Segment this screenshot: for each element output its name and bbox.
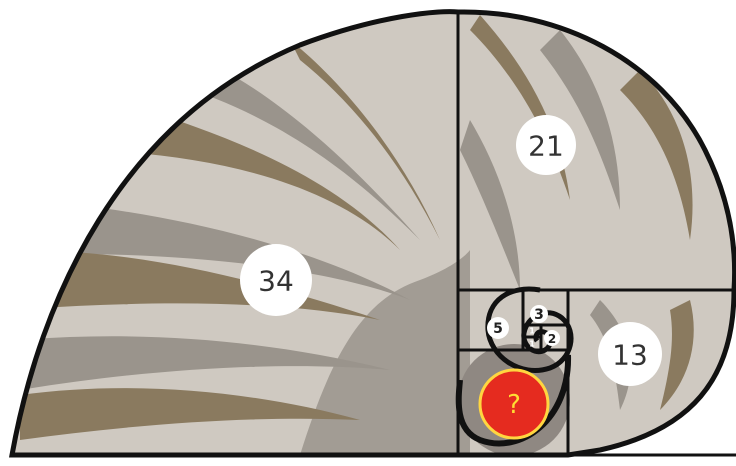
label-5: 5: [493, 321, 503, 337]
label-1-bottom: 1: [529, 340, 535, 349]
badge-21: 21: [516, 115, 576, 175]
label-3: 3: [534, 307, 544, 323]
badge-unknown: ?: [480, 370, 548, 438]
label-21: 21: [528, 130, 564, 163]
badge-34: 34: [240, 244, 312, 316]
badge-5: 5: [487, 317, 509, 339]
label-2: 2: [548, 332, 556, 346]
label-1-top: 1: [529, 327, 535, 336]
label-13: 13: [612, 339, 648, 372]
label-34: 34: [258, 265, 294, 298]
badge-3: 3: [530, 305, 548, 323]
badge-2: 2: [544, 330, 560, 346]
label-unknown: ?: [507, 390, 521, 420]
badge-13: 13: [598, 322, 662, 386]
